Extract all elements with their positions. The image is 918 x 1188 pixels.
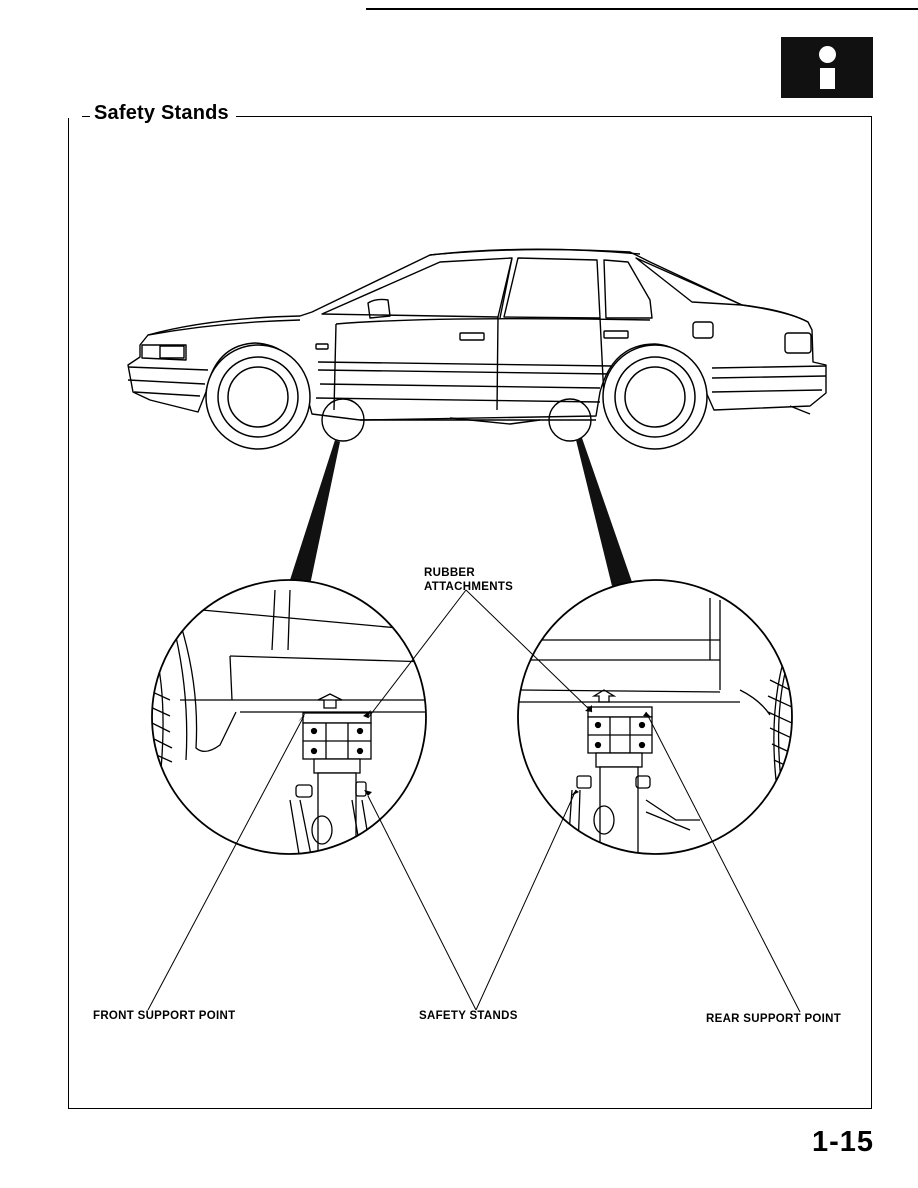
section-frame [68,116,872,1109]
info-icon-stem [820,68,835,89]
front-support-marker [321,398,365,442]
top-rule [366,8,918,10]
page-number: 1-15 [812,1126,875,1158]
rear-callout-wedge [576,438,632,586]
rear-support-marker [548,398,592,442]
front-wheel [205,344,311,450]
rubber-attachments-label-line1: RUBBER [424,567,475,579]
section-title: Safety Stands [90,102,236,125]
rear-detail-view [518,580,792,854]
info-icon [781,37,873,98]
rear-support-point-label: REAR SUPPORT POINT [706,1013,842,1025]
front-callout-wedge [290,440,340,585]
info-icon-dot [819,46,836,63]
arrow-heads [298,705,651,796]
front-detail-view [152,580,426,854]
front-support-point-label: FRONT SUPPORT POINT [93,1010,236,1022]
rear-wheel [602,344,708,450]
leader-lines [147,589,801,1013]
rubber-attachments-label-line2: ATTACHMENTS [424,581,514,593]
safety-stands-label: SAFETY STANDS [419,1010,518,1022]
frame-gap [68,116,82,118]
car-side-view [127,248,827,425]
